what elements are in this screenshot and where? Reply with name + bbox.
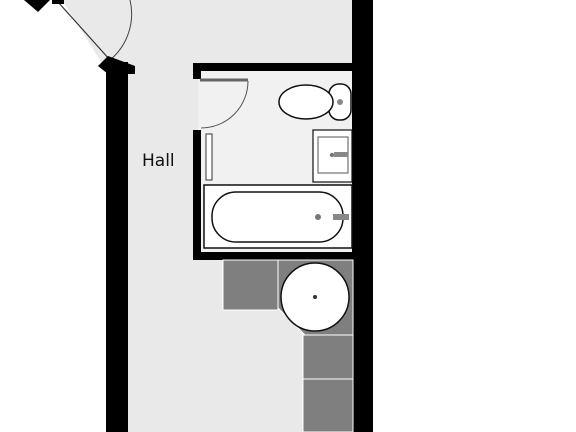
- washbasin: [312, 129, 353, 183]
- door-frame: [205, 133, 213, 181]
- bathtub-basin: [211, 191, 344, 243]
- corner-sink-drain: [313, 295, 317, 299]
- toilet-bowl: [278, 84, 334, 120]
- entry-door-leaf: [57, 1, 111, 61]
- counter-segment: [302, 334, 354, 380]
- room-label-hall: Hall: [142, 151, 175, 171]
- entry-wall-stub: [52, 0, 64, 4]
- bathroom-wall-bottom: [193, 252, 353, 260]
- bathroom-door-swing-arc: [200, 80, 249, 129]
- bathtub-tap: [333, 214, 349, 220]
- bathroom-wall-left: [193, 130, 201, 260]
- bathtub: [203, 184, 353, 249]
- bathroom-wall-top: [193, 63, 353, 71]
- toilet: [278, 83, 352, 121]
- washbasin-drain: [329, 152, 335, 158]
- counter-segment: [222, 259, 279, 311]
- entry-wall-top: [24, 0, 50, 12]
- entry-wall-corner: [98, 56, 135, 74]
- entry-floor: [62, 0, 135, 68]
- bathroom-wall-left-top: [193, 63, 201, 79]
- corner-sink: [280, 262, 350, 332]
- counter-segment: [302, 378, 354, 432]
- outer-wall-right: [352, 0, 373, 432]
- walls: [24, 0, 373, 432]
- bathtub-drain: [315, 214, 321, 220]
- toilet-flush-knob: [337, 99, 343, 105]
- washbasin-tap: [334, 152, 348, 157]
- entry-door-swing-arc: [109, 0, 133, 61]
- outer-wall-left: [106, 62, 128, 432]
